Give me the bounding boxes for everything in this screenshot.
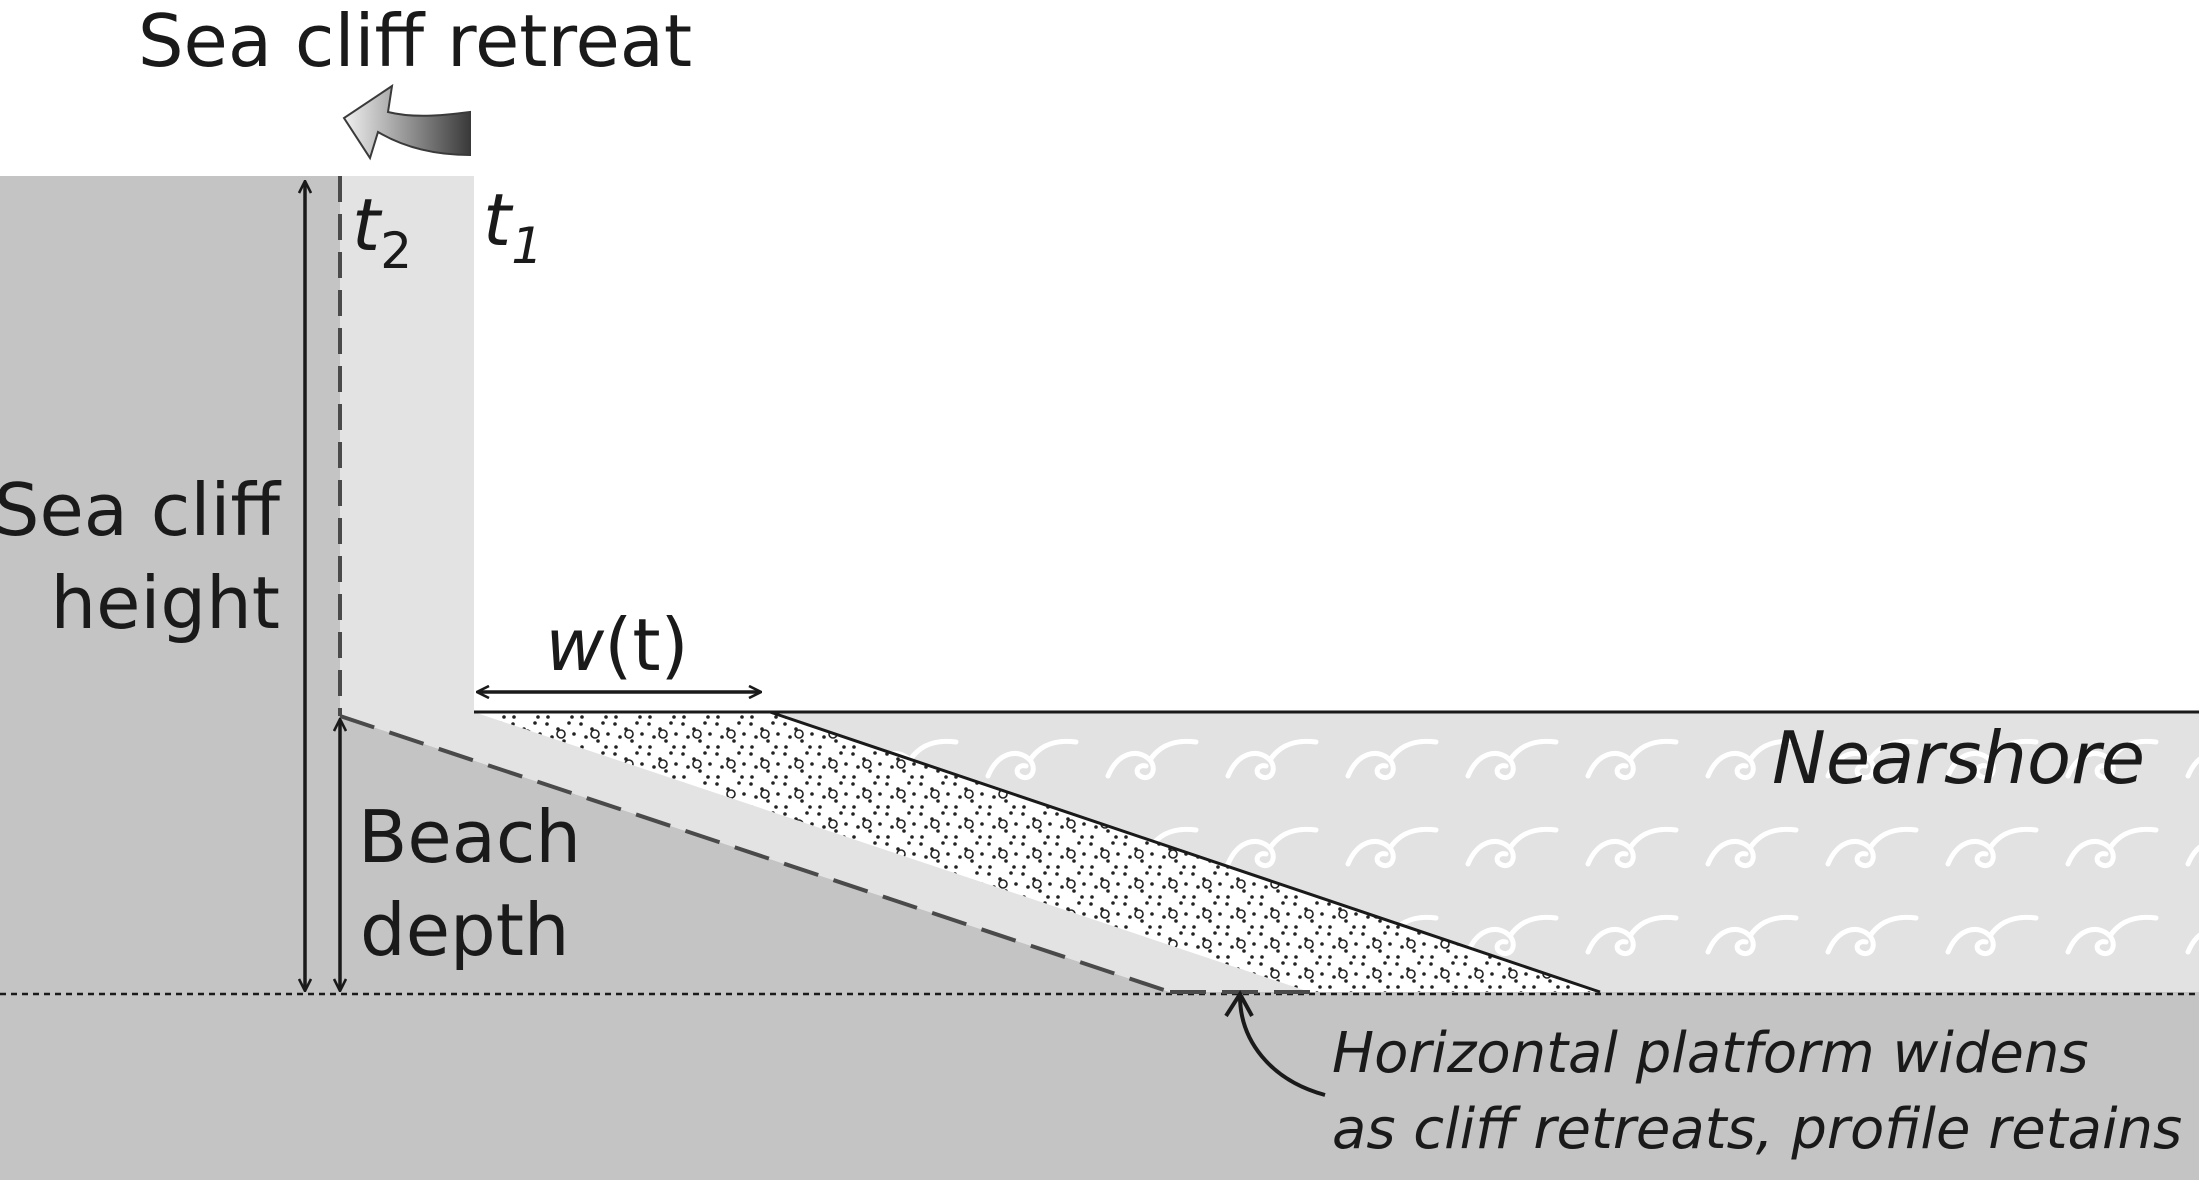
diagram-title: Sea cliff retreat (138, 0, 692, 83)
beach-depth-label-line1: Beach (358, 795, 581, 879)
cliff-height-label-line1: Sea cliff (0, 468, 281, 552)
time-label-t1: t1 (483, 178, 543, 275)
curved-arrow-left-icon (342, 83, 471, 161)
beach-profile-t2-dashed (339, 714, 1171, 994)
nearshore-label: Nearshore (1772, 716, 2145, 800)
cliff-height-label-line2: height (51, 561, 281, 645)
pointer-arrowhead (1224, 990, 1254, 1018)
eroded-cliff-region (340, 176, 1310, 992)
time-label-t2: t2 (352, 183, 412, 280)
beach-depth-label-line2: depth (360, 888, 570, 972)
beach-face-line (769, 710, 1601, 994)
bedrock-platform (0, 992, 2199, 1180)
cliff-body-t2 (0, 176, 1170, 992)
wave-pattern (770, 712, 2199, 992)
curved-arrow-up-icon (1238, 995, 1326, 1097)
platform-note-line2: as cliff retreats, profile retains shape (1332, 1097, 2199, 1162)
platform-note-line1: Horizontal platform widens (1332, 1021, 2089, 1086)
beach-width-label: w(t) (545, 603, 688, 687)
beach-sand-stipple (474, 712, 1600, 992)
